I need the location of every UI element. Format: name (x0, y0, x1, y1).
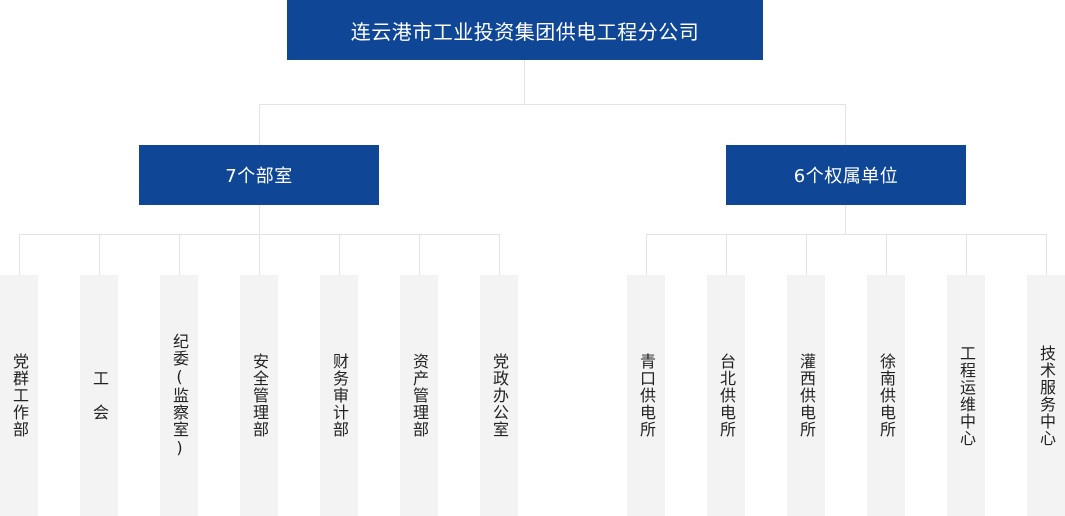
leaf-department: 纪委(监察室) (160, 275, 198, 516)
leaf-subsidiary-label: 工程运维中心 (957, 344, 976, 447)
leaf-subsidiary-label: 技术服务中心 (1037, 344, 1056, 447)
connector-right-stem (845, 205, 846, 235)
leaf-subsidiary-label: 灌西供电所 (797, 353, 816, 438)
connector-root-stem (524, 60, 525, 105)
leaf-subsidiary: 台北供电所 (707, 275, 745, 516)
connector-right-leaf-drop (886, 234, 887, 275)
leaf-department: 安全管理部 (240, 275, 278, 516)
leaf-department: 工 会 (80, 275, 118, 516)
group-node-departments: 7个部室 (139, 145, 379, 205)
connector-left-leaf-drop (419, 234, 420, 275)
leaf-department-label: 财务审计部 (330, 353, 349, 438)
connector-left-leaf-drop (259, 234, 260, 275)
connector-right-leaf-drop (806, 234, 807, 275)
leaf-subsidiary: 技术服务中心 (1027, 275, 1065, 516)
connector-right-leaf-drop (646, 234, 647, 275)
connector-left-leaf-drop (339, 234, 340, 275)
connector-root-bar (259, 104, 846, 105)
leaf-subsidiary-label: 徐南供电所 (877, 353, 896, 438)
leaf-subsidiary-label: 青口供电所 (637, 353, 656, 438)
leaf-department: 党政办公室 (480, 275, 518, 516)
connector-left-leaf-drop (99, 234, 100, 275)
root-node-label: 连云港市工业投资集团供电工程分公司 (350, 19, 700, 44)
connector-left-stem (259, 205, 260, 235)
leaf-department-label: 党政办公室 (490, 353, 509, 438)
connector-right-leaf-drop (1046, 234, 1047, 275)
leaf-department: 党群工作部 (0, 275, 38, 516)
leaf-department-label: 资产管理部 (410, 353, 429, 438)
leaf-department-label: 工 会 (90, 370, 109, 421)
group-node-departments-label: 7个部室 (225, 166, 293, 187)
connector-left-leaf-drop (499, 234, 500, 275)
connector-right-leaf-drop (966, 234, 967, 275)
connector-left-leaf-drop (19, 234, 20, 275)
leaf-department: 财务审计部 (320, 275, 358, 516)
leaf-department-label: 安全管理部 (250, 353, 269, 438)
leaf-subsidiary: 青口供电所 (627, 275, 665, 516)
group-node-subsidiaries: 6个权属单位 (726, 145, 966, 205)
leaf-subsidiary: 灌西供电所 (787, 275, 825, 516)
leaf-subsidiary: 徐南供电所 (867, 275, 905, 516)
root-node: 连云港市工业投资集团供电工程分公司 (287, 0, 763, 60)
leaf-department: 资产管理部 (400, 275, 438, 516)
connector-right-drop (845, 104, 846, 145)
leaf-subsidiary-label: 台北供电所 (717, 353, 736, 438)
connector-left-drop (259, 104, 260, 145)
leaf-department-label: 党群工作部 (10, 353, 29, 438)
leaf-department-label: 纪委(监察室) (170, 333, 189, 458)
leaf-subsidiary: 工程运维中心 (947, 275, 985, 516)
group-node-subsidiaries-label: 6个权属单位 (793, 166, 899, 187)
connector-right-bar (646, 234, 1047, 235)
connector-left-leaf-drop (179, 234, 180, 275)
connector-right-leaf-drop (726, 234, 727, 275)
